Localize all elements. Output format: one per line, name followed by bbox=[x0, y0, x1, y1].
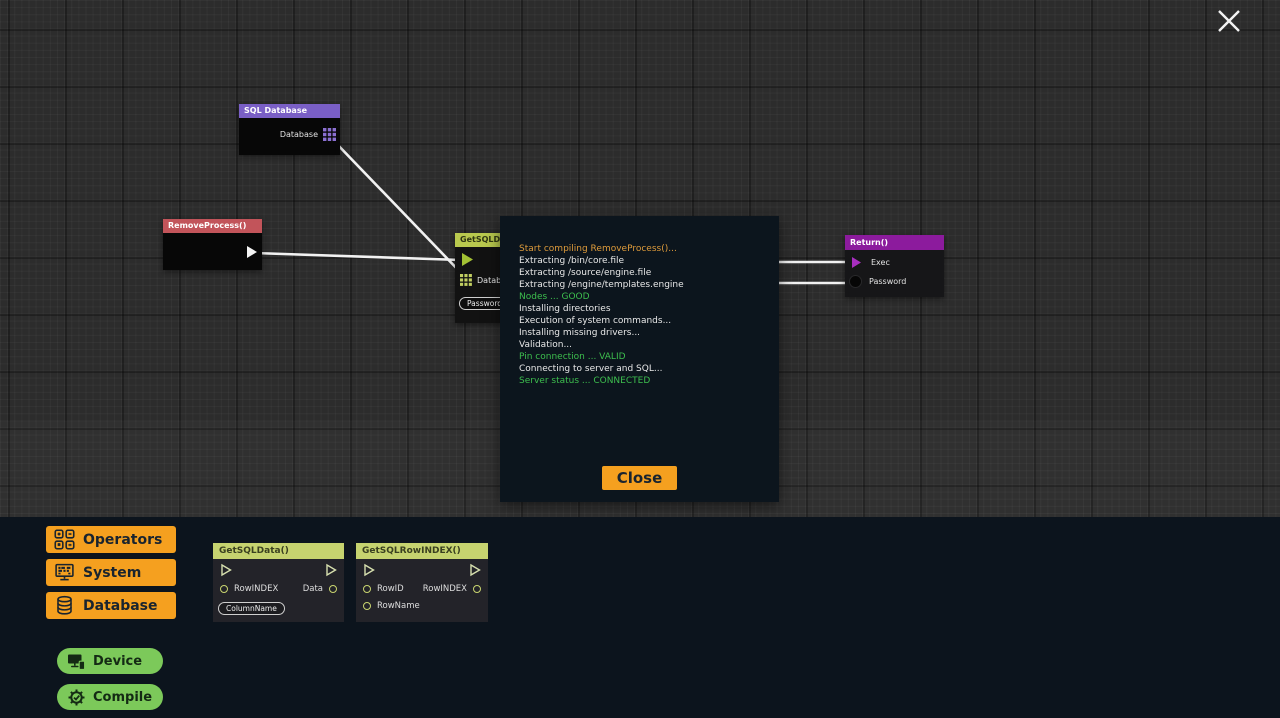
log-line: Server status ... CONNECTED bbox=[519, 376, 651, 386]
exec-input-pin-icon[interactable] bbox=[219, 563, 233, 577]
pin-label-data: Data bbox=[302, 584, 323, 594]
input-pin-icon[interactable] bbox=[363, 602, 371, 610]
node-return-title: Return() bbox=[845, 235, 944, 250]
columnname-input-field[interactable]: ColumnName bbox=[218, 602, 285, 615]
category-button-operators[interactable]: Operators bbox=[46, 526, 176, 553]
category-label: System bbox=[83, 564, 142, 581]
input-pin-icon[interactable] bbox=[220, 585, 228, 593]
log-line: Installing missing drivers... bbox=[519, 328, 641, 338]
pin-label-rowname: RowName bbox=[377, 601, 420, 611]
palette-node-title: GetSQLData() bbox=[213, 543, 344, 559]
database-icon bbox=[57, 595, 72, 615]
output-pin-icon[interactable] bbox=[329, 585, 337, 593]
pin-label-password: Password bbox=[869, 277, 907, 286]
log-line: Execution of system commands... bbox=[519, 316, 672, 326]
pin-label-exec: Exec bbox=[871, 258, 890, 267]
action-label: Device bbox=[93, 653, 143, 669]
pin-label-rowindex: RowINDEX bbox=[422, 584, 467, 594]
input-pin-icon[interactable] bbox=[363, 585, 371, 593]
database-grid-pin-icon[interactable] bbox=[460, 274, 472, 286]
output-pin-icon[interactable] bbox=[473, 585, 481, 593]
log-line: Pin connection ... VALID bbox=[519, 352, 626, 362]
node-sql-database-title: SQL Database bbox=[239, 104, 340, 118]
compile-log: Start compiling RemoveProcess()... Extra… bbox=[500, 216, 779, 387]
database-grid-pin-icon[interactable] bbox=[323, 128, 336, 141]
log-line: Connecting to server and SQL... bbox=[519, 364, 663, 374]
exec-input-pin-icon[interactable] bbox=[460, 252, 475, 267]
exec-input-pin-icon[interactable] bbox=[850, 256, 863, 269]
window-close-button[interactable] bbox=[1214, 7, 1244, 37]
action-label: Compile bbox=[93, 689, 153, 705]
node-sql-database[interactable]: SQL Database Database bbox=[239, 104, 340, 155]
node-remove-process[interactable]: RemoveProcess() bbox=[163, 219, 262, 270]
category-button-system[interactable]: System bbox=[46, 559, 176, 586]
category-label: Database bbox=[83, 597, 158, 614]
bottom-panel: Operators System bbox=[0, 517, 1280, 718]
operators-icon bbox=[54, 529, 75, 550]
exec-output-pin-icon[interactable] bbox=[245, 245, 259, 259]
wire-exec-remove-to-getsql bbox=[253, 251, 462, 262]
compile-button[interactable]: Compile bbox=[57, 684, 163, 710]
password-input-field[interactable]: Password bbox=[459, 297, 511, 310]
palette-node-get-sql-rowindex[interactable]: GetSQLRowINDEX() RowID RowINDEX bbox=[356, 543, 488, 622]
node-return[interactable]: Return() Exec Password bbox=[845, 235, 944, 297]
log-line: Extracting /engine/templates.engine bbox=[519, 280, 684, 290]
password-input-pin-icon[interactable] bbox=[850, 276, 861, 287]
compile-log-modal: Start compiling RemoveProcess()... Extra… bbox=[500, 216, 779, 502]
palette-node-get-sql-data[interactable]: GetSQLData() RowINDEX Data ColumnName bbox=[213, 543, 344, 622]
wire-database-to-getsql bbox=[333, 140, 466, 278]
category-label: Operators bbox=[83, 531, 163, 548]
pin-label-database: Datab bbox=[477, 275, 502, 285]
close-icon bbox=[1218, 9, 1240, 32]
log-line: Extracting /source/engine.file bbox=[519, 268, 652, 278]
compile-gear-icon bbox=[68, 689, 85, 705]
device-button[interactable]: Device bbox=[57, 648, 163, 674]
close-button[interactable]: Close bbox=[601, 466, 678, 490]
palette-node-title: GetSQLRowINDEX() bbox=[356, 543, 488, 559]
exec-output-pin-icon[interactable] bbox=[468, 563, 482, 577]
log-line: Start compiling RemoveProcess()... bbox=[519, 244, 677, 254]
exec-input-pin-icon[interactable] bbox=[362, 563, 376, 577]
log-line: Validation... bbox=[519, 340, 573, 350]
category-button-database[interactable]: Database bbox=[46, 592, 176, 619]
log-line: Installing directories bbox=[519, 304, 611, 314]
node-remove-process-title: RemoveProcess() bbox=[163, 219, 262, 233]
log-line: Nodes ... GOOD bbox=[519, 292, 590, 302]
system-icon bbox=[55, 563, 74, 581]
exec-output-pin-icon[interactable] bbox=[324, 563, 338, 577]
log-line: Extracting /bin/core.file bbox=[519, 256, 625, 266]
pin-label-database: Database bbox=[279, 130, 318, 139]
device-icon bbox=[68, 654, 86, 670]
pin-label-rowindex: RowINDEX bbox=[234, 584, 279, 594]
pin-label-rowid: RowID bbox=[377, 584, 404, 594]
